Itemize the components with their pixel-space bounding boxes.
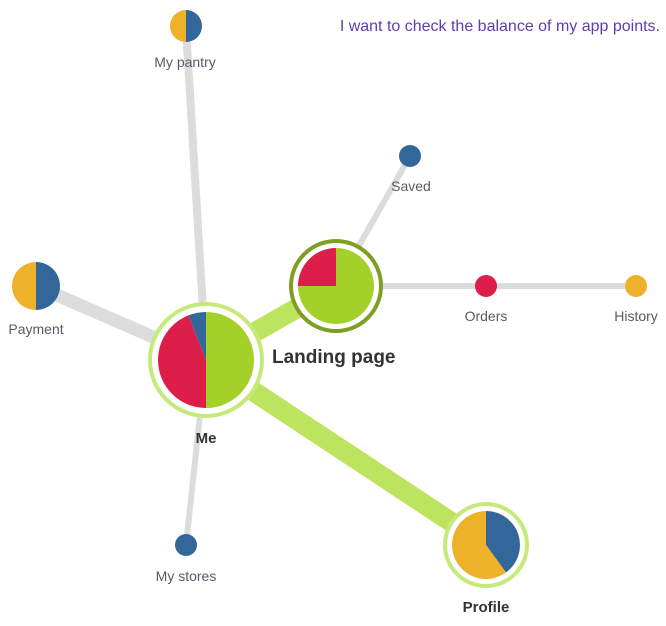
node-landing-page[interactable]: Landing page (272, 239, 396, 368)
payment-slice-blue (36, 262, 60, 310)
payment-slice-yellow (12, 262, 36, 310)
node-orders[interactable]: Orders (465, 275, 508, 324)
landing-slice-red (298, 248, 336, 286)
node-my-pantry[interactable]: My pantry (154, 10, 216, 70)
node-my-stores[interactable]: My stores (156, 534, 217, 584)
task-instruction: I want to check the balance of my app po… (339, 18, 660, 35)
node-me[interactable]: Me (148, 302, 264, 447)
history-slice-yellow (625, 275, 647, 297)
node-profile-label: Profile (463, 599, 510, 616)
pantry-slice-yellow (170, 10, 186, 42)
node-payment[interactable]: Payment (8, 262, 64, 337)
me-slice-red (158, 315, 206, 408)
node-profile-pie (451, 511, 520, 580)
profile-slice-blue (486, 511, 520, 573)
node-my-stores-pie (175, 534, 197, 556)
pantry-slice-blue (186, 10, 202, 42)
orders-slice-red (475, 275, 497, 297)
node-saved-label: Saved (391, 178, 431, 194)
node-saved[interactable]: Saved (391, 145, 431, 194)
node-orders-pie (475, 275, 497, 297)
node-history[interactable]: History (614, 275, 658, 324)
node-saved-pie (399, 145, 421, 167)
node-history-label: History (614, 308, 658, 324)
profile-slice-yellow (451, 511, 506, 580)
node-landing-page-pie (298, 248, 374, 324)
node-me-pie (158, 312, 254, 408)
me-slice-green (206, 312, 254, 408)
node-profile[interactable]: Profile (443, 502, 529, 616)
stores-slice-blue (175, 534, 197, 556)
saved-slice-blue (399, 145, 421, 167)
node-history-pie (625, 275, 647, 297)
node-payment-pie (12, 262, 60, 310)
node-my-pantry-label: My pantry (154, 54, 215, 70)
node-me-label: Me (196, 430, 217, 447)
node-my-pantry-pie (170, 10, 202, 42)
node-orders-label: Orders (465, 308, 508, 324)
me-slice-blue (188, 312, 206, 360)
node-landing-page-label: Landing page (272, 347, 396, 368)
node-my-stores-label: My stores (156, 568, 217, 584)
node-payment-label: Payment (8, 321, 63, 337)
